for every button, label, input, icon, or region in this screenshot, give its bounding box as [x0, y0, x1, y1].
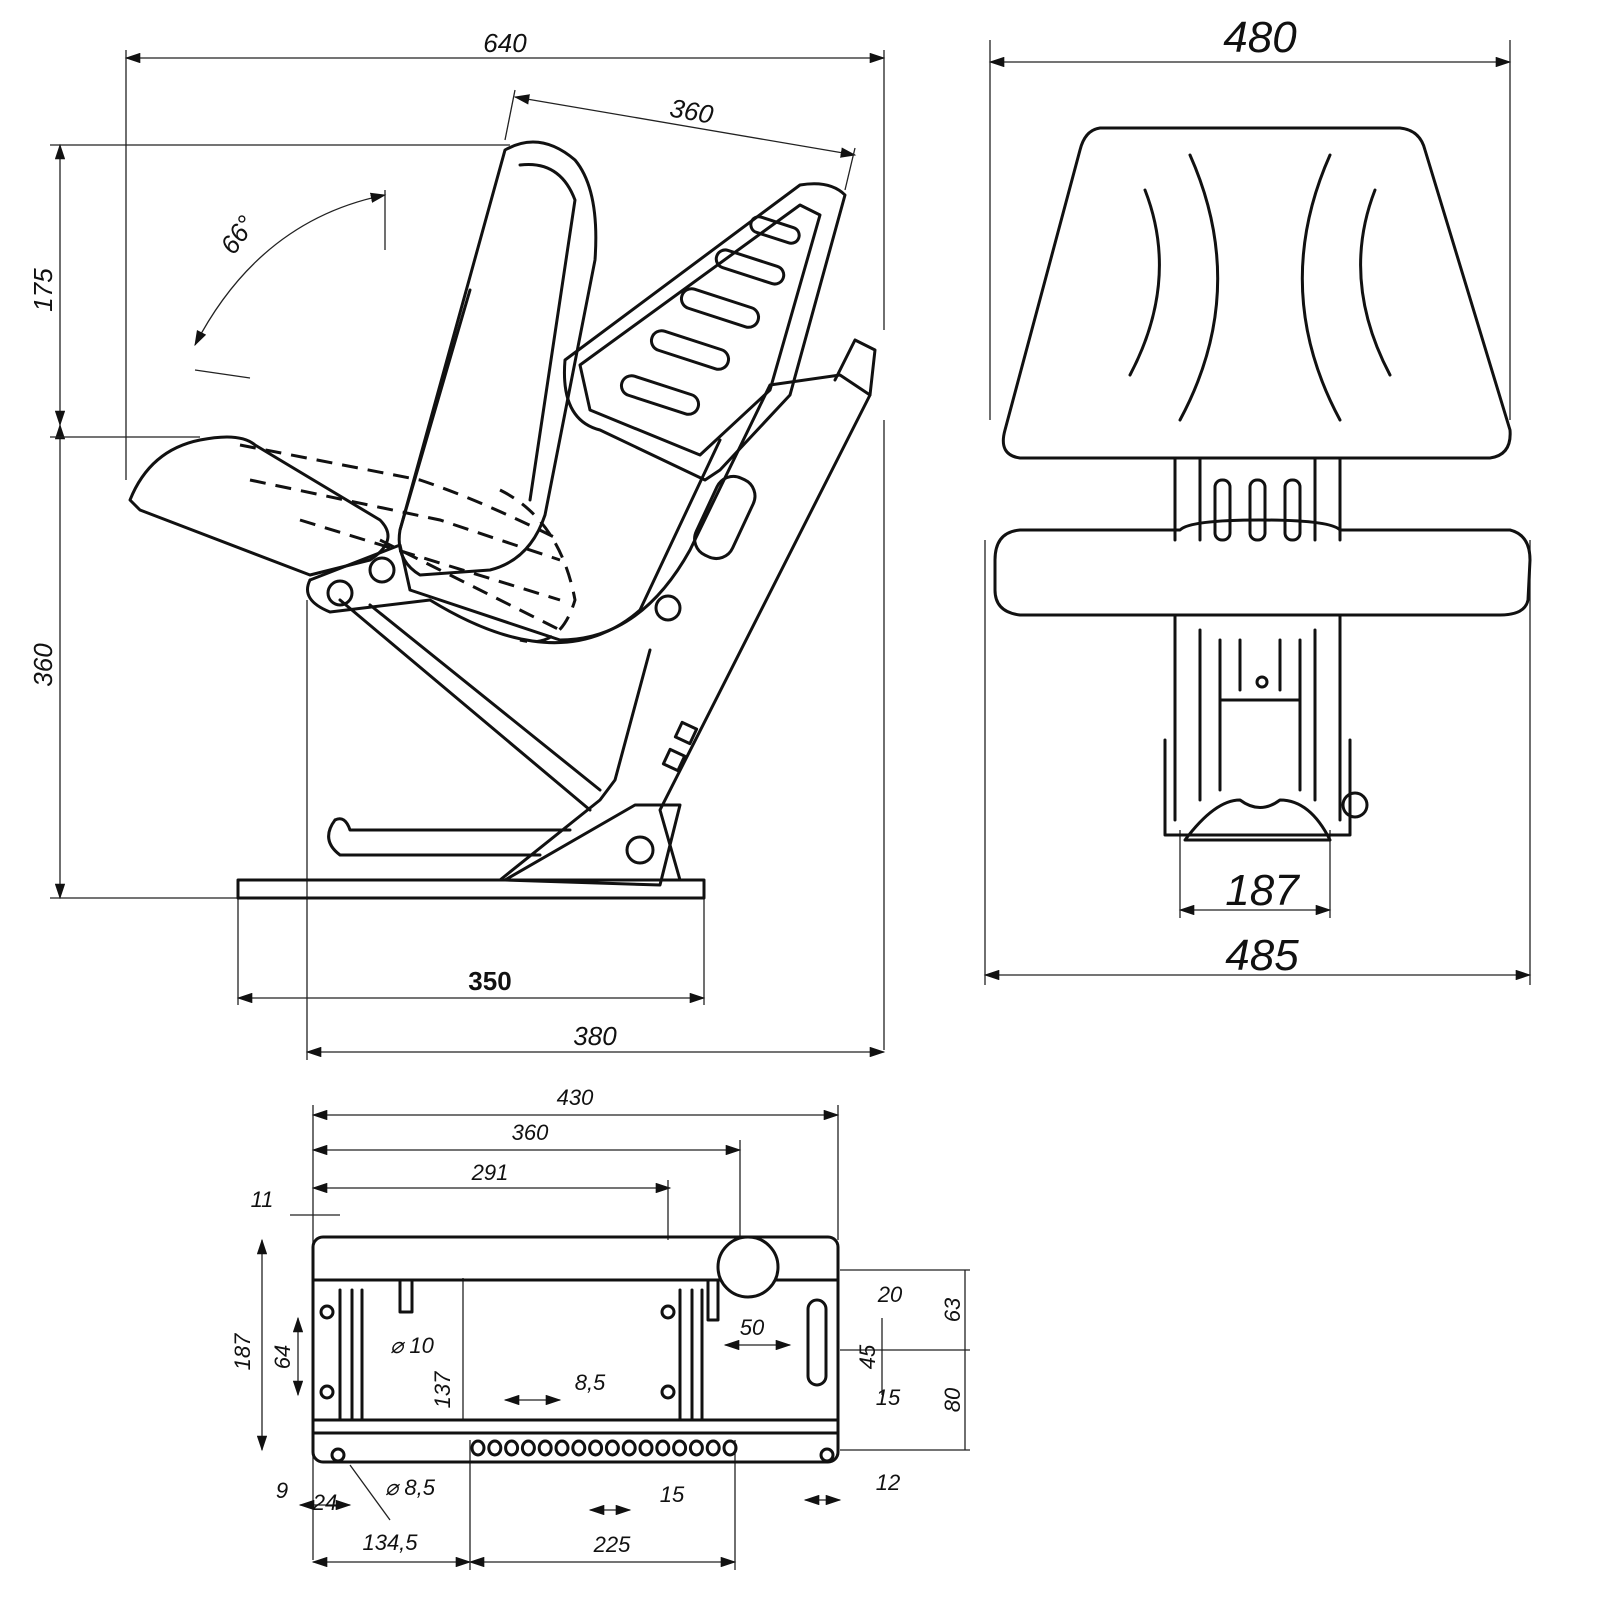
adjustment-hole [621, 1439, 637, 1457]
side-seat-outline [128, 140, 877, 900]
adjustment-hole [672, 1439, 688, 1457]
dim-12: 12 [876, 1470, 900, 1495]
adjustment-hole [470, 1439, 486, 1457]
dim-45: 45 [855, 1344, 880, 1369]
adjustment-hole [688, 1439, 704, 1457]
dim-225: 225 [593, 1532, 631, 1557]
dim-hole-10: ⌀ 10 [390, 1333, 435, 1358]
dim-seat-height: 360 [28, 643, 58, 687]
dim-50: 50 [740, 1315, 765, 1340]
dim-front-seat-width: 485 [1225, 931, 1299, 980]
adjustment-holes [470, 1439, 738, 1457]
dim-187: 187 [230, 1333, 255, 1370]
adjustment-hole [638, 1439, 654, 1457]
dim-430: 430 [557, 1085, 594, 1110]
adjustment-hole [588, 1439, 604, 1457]
adjustment-hole [537, 1439, 553, 1457]
dim-base-length: 380 [573, 1021, 617, 1051]
dim-24: 24 [312, 1490, 337, 1515]
adjustment-hole [554, 1439, 570, 1457]
dim-20: 20 [877, 1282, 903, 1307]
dim-hole-8-5: ⌀ 8,5 [385, 1475, 436, 1500]
dim-fold-angle: 66° [214, 210, 261, 259]
front-view: 480 187 485 [983, 13, 1532, 985]
base-plate-outline [311, 1235, 840, 1464]
dim-backrest-height: 175 [28, 268, 58, 312]
dim-134-5: 134,5 [362, 1530, 418, 1555]
dim-360: 360 [512, 1120, 549, 1145]
dim-291: 291 [471, 1160, 509, 1185]
dim-front-base-width: 187 [1225, 866, 1300, 915]
dim-15-right: 15 [876, 1385, 901, 1410]
base-plate-view: 430 360 291 11 187 64 ⌀ 10 137 8,5 50 20… [230, 1085, 970, 1570]
adjustment-hole [655, 1439, 671, 1457]
side-dimension-lines [50, 50, 886, 1060]
adjustment-hole [487, 1439, 503, 1457]
adjustment-hole [571, 1439, 587, 1457]
adjustment-hole [520, 1439, 536, 1457]
adjustment-hole [504, 1439, 520, 1457]
dim-pitch-15: 15 [660, 1482, 685, 1507]
dim-11: 11 [251, 1187, 274, 1212]
adjustment-hole [722, 1439, 738, 1457]
dim-front-backrest-width: 480 [1223, 13, 1297, 62]
dim-9: 9 [276, 1478, 288, 1503]
side-view: 640 360 175 66° 360 350 380 [28, 28, 886, 1060]
dim-rail-length: 350 [468, 966, 511, 996]
adjustment-hole [705, 1439, 721, 1457]
front-seat-outline [993, 126, 1532, 842]
dim-137: 137 [430, 1371, 455, 1408]
dim-80: 80 [940, 1387, 965, 1412]
dim-overall-width: 640 [483, 28, 527, 58]
dim-64: 64 [270, 1345, 295, 1369]
base-dimension-lines [256, 1105, 970, 1570]
dim-8-5: 8,5 [575, 1370, 606, 1395]
adjustment-hole [604, 1439, 620, 1457]
dim-63: 63 [940, 1297, 965, 1322]
